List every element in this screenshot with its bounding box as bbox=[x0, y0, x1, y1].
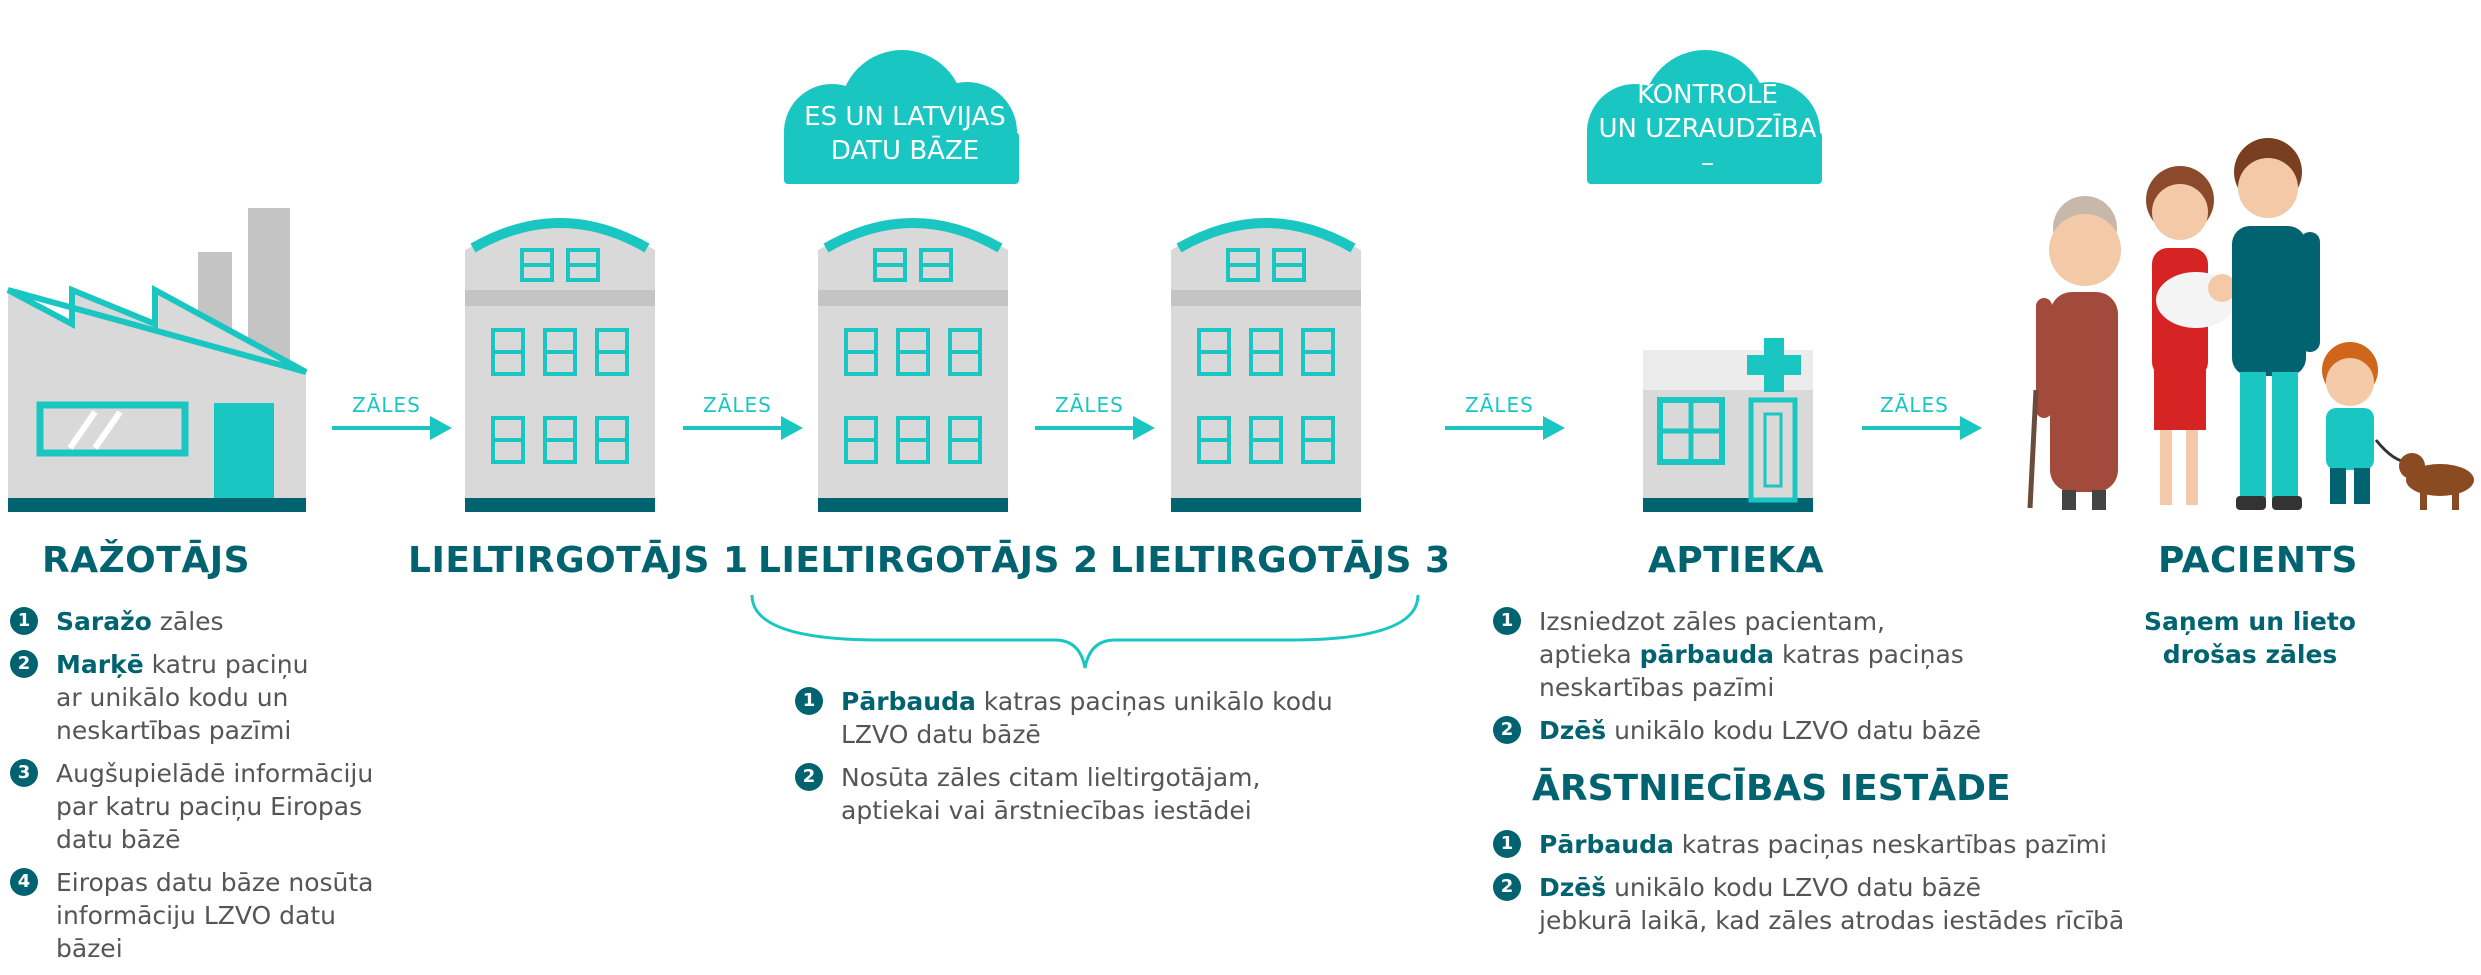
supply-chain-illustration bbox=[6, 50, 2474, 669]
arrow-label-3: ZĀLES bbox=[1055, 393, 1124, 417]
warehouse-1-icon bbox=[465, 223, 655, 514]
list-item: 1 Izsniedzot zāles pacientam, aptieka pā… bbox=[1493, 605, 2053, 704]
factory-icon bbox=[6, 208, 308, 512]
title-patients: PACIENTS bbox=[2158, 540, 2358, 581]
title-manufacturer: RAŽOTĀJS bbox=[42, 540, 251, 581]
family-icon bbox=[2027, 138, 2474, 510]
arrow-label-5: ZĀLES bbox=[1880, 393, 1949, 417]
manufacturer-steps: 1 Saražo zāles 2 Marķē katru paciņu ar u… bbox=[10, 605, 390, 975]
patient-note: Saņem un lieto drošas zāles bbox=[2144, 607, 2356, 669]
arrow-label-2: ZĀLES bbox=[703, 393, 772, 417]
list-item: 2 Dzēš unikālo kodu LZVO datu bāzē bbox=[1493, 714, 2053, 747]
warehouse-2-icon bbox=[818, 223, 1008, 514]
list-item: 2 Nosūta zāles citam lieltirgotājam, apt… bbox=[795, 761, 1355, 827]
list-item: 3 Augšupielādē informāciju par katru pac… bbox=[10, 757, 390, 856]
arrow-1 bbox=[330, 414, 454, 442]
title-wholesaler-2: LIELTIRGOTĀJS 2 bbox=[758, 540, 1099, 581]
cloud-database-text: ES UN LATVIJAS DATU BĀZE bbox=[804, 102, 1006, 166]
title-wholesaler-3: LIELTIRGOTĀJS 3 bbox=[1110, 540, 1451, 581]
list-item: 2 Marķē katru paciņu ar unikālo kodu un … bbox=[10, 648, 390, 747]
title-wholesaler-1: LIELTIRGOTĀJS 1 bbox=[408, 540, 749, 581]
list-item: 1 Saražo zāles bbox=[10, 605, 390, 638]
pharmacy-icon bbox=[1643, 338, 1813, 512]
hospital-steps: 1 Pārbauda katras paciņas neskartības pa… bbox=[1493, 828, 2193, 947]
arrow-3 bbox=[1033, 414, 1157, 442]
list-item: 4 Eiropas datu bāze nosūta informāciju L… bbox=[10, 866, 390, 965]
wholesaler-brace bbox=[750, 594, 1420, 669]
wholesaler-steps: 1 Pārbauda katras paciņas unikālo kodu L… bbox=[795, 685, 1355, 837]
cloud-control-text: KONTROLE UN UZRAUDZĪBA – VI, ZVA bbox=[1598, 80, 1817, 212]
title-pharmacy: APTIEKA bbox=[1648, 540, 1825, 581]
arrow-label-4: ZĀLES bbox=[1465, 393, 1534, 417]
title-hospital: ĀRSTNIECĪBAS IESTĀDE bbox=[1532, 768, 2011, 809]
list-item: 2 Dzēš unikālo kodu LZVO datu bāzē jebku… bbox=[1493, 871, 2193, 937]
pharmacy-steps: 1 Izsniedzot zāles pacientam, aptieka pā… bbox=[1493, 605, 2053, 757]
warehouse-3-icon bbox=[1171, 223, 1361, 514]
list-item: 1 Pārbauda katras paciņas unikālo kodu L… bbox=[795, 685, 1355, 751]
arrow-4 bbox=[1443, 414, 1567, 442]
arrow-label-1: ZĀLES bbox=[352, 393, 421, 417]
list-item: 1 Pārbauda katras paciņas neskartības pa… bbox=[1493, 828, 2193, 861]
arrow-2 bbox=[681, 414, 805, 442]
arrow-5 bbox=[1860, 414, 1984, 442]
